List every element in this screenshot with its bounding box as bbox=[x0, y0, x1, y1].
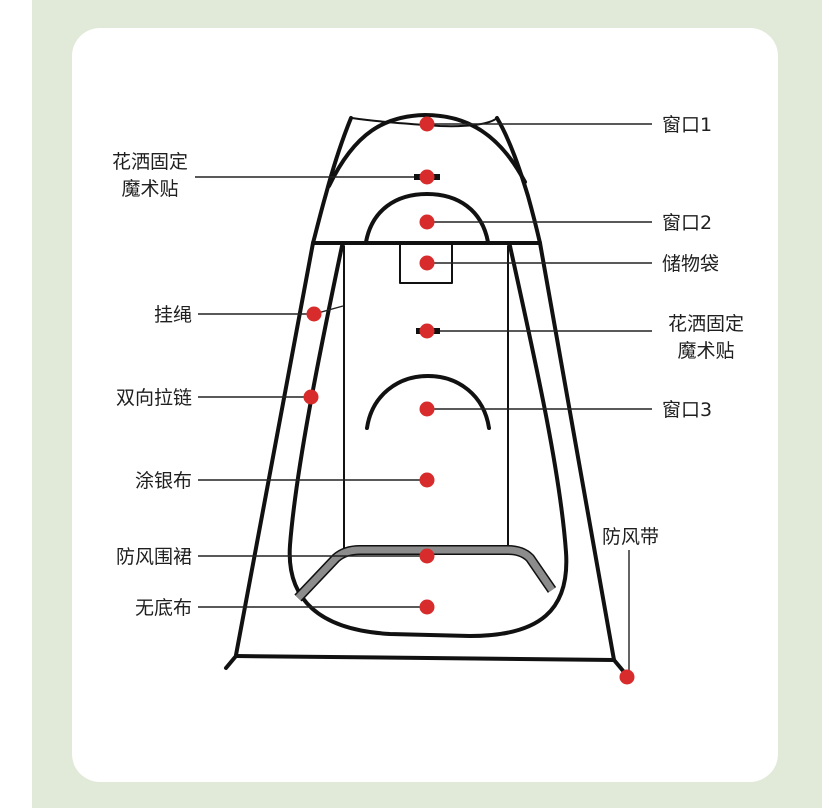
tent-bottom-edge bbox=[234, 654, 616, 662]
marker-shower-velcro-mid bbox=[419, 323, 435, 339]
windproof-skirt-shape bbox=[294, 545, 557, 602]
label-window-1: 窗口1 bbox=[662, 114, 712, 136]
label-shower-velcro-top-2: 魔术贴 bbox=[121, 178, 178, 200]
marker-silver-fabric bbox=[419, 472, 435, 488]
tent-right-foot bbox=[612, 658, 626, 674]
label-two-way-zipper: 双向拉链 bbox=[116, 387, 192, 409]
markers bbox=[303, 116, 635, 685]
window-2-outline bbox=[364, 192, 490, 244]
marker-window-2 bbox=[419, 214, 435, 230]
tent-dome bbox=[327, 113, 527, 188]
door-frame bbox=[287, 244, 569, 638]
marker-windproof-strap bbox=[619, 669, 635, 685]
marker-storage-bag bbox=[419, 255, 435, 271]
label-shower-velcro-mid-2: 魔术贴 bbox=[677, 340, 734, 362]
marker-window-3 bbox=[419, 401, 435, 417]
marker-two-way-zipper bbox=[303, 389, 319, 405]
window-3-outline bbox=[365, 374, 491, 430]
label-no-floor: 无底布 bbox=[135, 597, 192, 619]
label-hanging-rope: 挂绳 bbox=[154, 304, 192, 326]
label-shower-velcro-top-1: 花洒固定 bbox=[112, 151, 188, 173]
tent-left-foot bbox=[224, 654, 238, 670]
label-window-2: 窗口2 bbox=[662, 212, 712, 234]
label-storage-bag: 储物袋 bbox=[662, 253, 719, 275]
label-silver-fabric: 涂银布 bbox=[135, 470, 192, 492]
marker-windproof-skirt bbox=[419, 548, 435, 564]
tent-right-frame bbox=[495, 116, 616, 662]
marker-hanging-rope bbox=[306, 306, 322, 322]
marker-window-1 bbox=[419, 116, 435, 132]
label-window-3: 窗口3 bbox=[662, 399, 712, 421]
tent-left-frame bbox=[234, 116, 353, 657]
tent-outline bbox=[224, 113, 626, 674]
label-windproof-strap: 防风带 bbox=[602, 526, 659, 548]
leader-lines bbox=[195, 123, 652, 677]
label-windproof-skirt: 防风围裙 bbox=[116, 546, 192, 568]
label-shower-velcro-mid-1: 花洒固定 bbox=[668, 313, 744, 335]
marker-shower-velcro-top bbox=[419, 169, 435, 185]
marker-no-floor bbox=[419, 599, 435, 615]
tent-top-band bbox=[351, 117, 498, 128]
